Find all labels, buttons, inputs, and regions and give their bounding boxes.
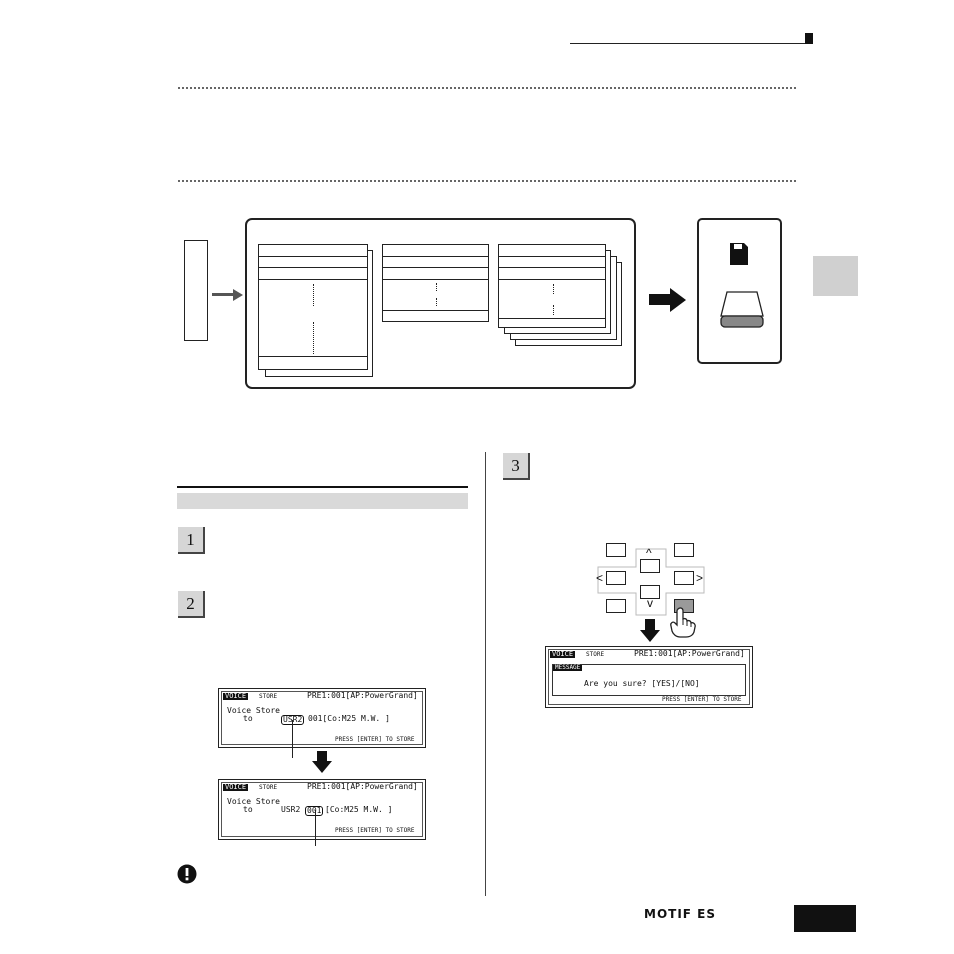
memory-stack-3-front [498,244,606,328]
stack-3-dots [553,284,554,294]
source-block [184,240,208,341]
up-arrow-label: ^ [646,546,652,560]
chapter-thumb-tab [813,256,858,296]
dotted-divider-top [178,87,796,89]
lcd-mode-tag: VOICE [223,692,249,700]
floppy-disk-icon [730,243,748,265]
lcd-bank-value: USR2 [281,805,301,814]
stack-2-dots [436,283,437,291]
down-arrow-1-head [312,761,332,773]
lcd-number-value: 001 [305,806,324,816]
lcd-source-voice: PRE1:001[AP:PowerGrand] [307,782,418,791]
lcd-frame [548,649,750,705]
stack-2-dots [436,298,437,306]
caution-icon [177,864,197,884]
lcd-footer-hint: PRESS [ENTER] TO STORE [335,827,415,834]
stack-2-line [382,267,489,268]
stack-2-line [382,310,489,311]
stack-1-line [258,256,368,257]
lcd-footer-hint: PRESS [ENTER] TO STORE [662,696,742,703]
lcd-source-voice: PRE1:001[AP:PowerGrand] [307,691,418,700]
key-left[interactable] [606,571,626,585]
pointing-hand-icon [670,607,696,638]
lcd-confirm-message: VOICE STORE PRE1:001[AP:PowerGrand] MESS… [545,646,753,708]
brand-logo: MOTIF ES [644,907,717,921]
column-divider [485,452,486,896]
lcd-destination: 001[Co:M25 M.W. ] [308,714,390,723]
right-arrow-label: > [696,571,704,585]
stack-1-dots [313,284,314,306]
stack-3-line [498,267,606,268]
lcd-mode-tag: VOICE [550,650,576,658]
page-number-box [794,905,856,932]
header-marker [805,33,813,44]
arrow-to-storage [649,294,671,305]
down-arrow-1-stem [317,751,327,762]
arrow-into-memory [212,293,234,296]
stack-3-line [498,256,606,257]
stack-2-line [382,279,489,280]
down-arrow-2-stem [645,619,655,631]
key-top-left[interactable] [606,543,626,557]
stack-3-line [498,318,606,319]
keypad-guide-outline [597,548,705,616]
arrow-head-gray [233,289,243,301]
key-down[interactable] [640,585,660,599]
lcd-mode-tag: VOICE [223,783,249,791]
key-right[interactable] [674,571,694,585]
down-arrow-label: v [647,596,653,610]
lcd-frame [221,691,423,745]
lcd-destination: [Co:M25 M.W. ] [325,805,393,814]
arrow-head-black [670,288,686,312]
confirm-message: Are you sure? [YES]/[NO] [584,679,700,688]
lcd-page-label: STORE [586,651,605,658]
internal-memory-container [245,218,636,389]
step-1-number: 1 [178,527,205,554]
lcd-store-label: Voice Store [227,797,280,806]
message-box [552,664,746,696]
stack-3-line [498,279,606,280]
stack-1-line [258,267,368,268]
memory-card-icon [720,291,764,328]
step-2-number: 2 [178,591,205,618]
key-bottom-left[interactable] [606,599,626,613]
lcd-footer-hint: PRESS [ENTER] TO STORE [335,736,415,743]
left-arrow-label: < [596,571,604,585]
stack-2-line [382,256,489,257]
lcd-page-label: STORE [259,784,278,791]
lcd-store-label: Voice Store [227,706,280,715]
step-3-number: 3 [503,453,530,480]
stack-1-dots [313,322,314,354]
lcd-voice-store-number: VOICE STORE PRE1:001[AP:PowerGrand] Voic… [218,779,426,840]
down-arrow-2-head [640,630,660,642]
stack-1-line [258,279,368,280]
callout-line-number [315,810,316,846]
external-storage-container [697,218,782,364]
header-rule [570,43,805,44]
lcd-source-voice: PRE1:001[AP:PowerGrand] [634,649,745,658]
memory-stack-2 [382,244,489,322]
key-top-right[interactable] [674,543,694,557]
callout-line-bank [292,720,293,758]
lcd-to-label: to [243,714,253,723]
key-up[interactable] [640,559,660,573]
section-rule [177,486,468,488]
lcd-frame [221,782,423,837]
stack-1-line [258,356,368,357]
section-bar [177,493,468,509]
lcd-page-label: STORE [259,693,278,700]
stack-3-dots [553,305,554,315]
dotted-divider-bottom [178,180,796,182]
lcd-to-label: to [243,805,253,814]
lcd-voice-store-bank: VOICE STORE PRE1:001[AP:PowerGrand] Voic… [218,688,426,748]
message-tag: MESSAGE [553,664,583,671]
